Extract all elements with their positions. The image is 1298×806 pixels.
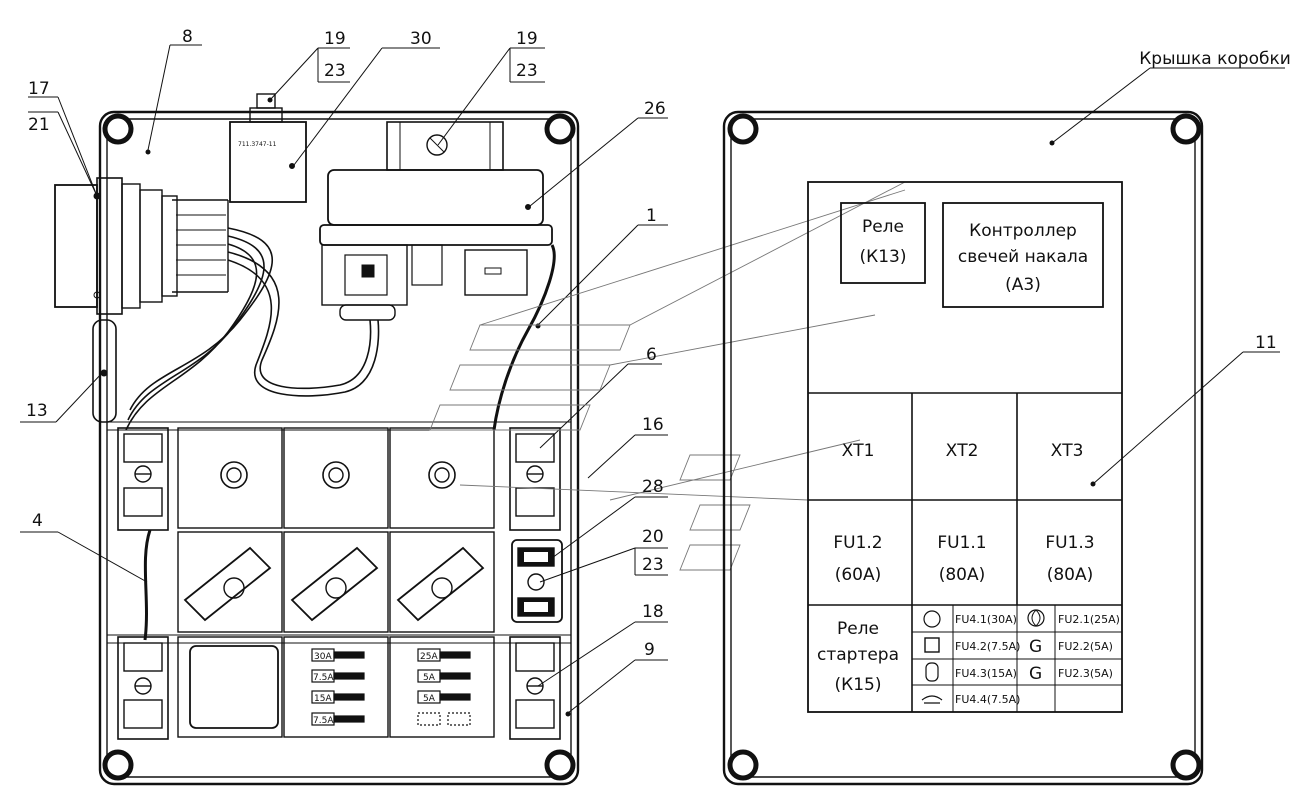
- callout-16: 16: [642, 415, 664, 435]
- relay-k13-box: [840, 202, 926, 284]
- controller-a3-label-1: Контроллер: [969, 221, 1077, 241]
- fu21-label: FU2.1(25A): [1058, 613, 1120, 626]
- callout-28: 28: [642, 477, 664, 497]
- callout-18: 18: [642, 602, 664, 622]
- xt3-label: ХТ3: [1051, 441, 1084, 461]
- callout-17: 17: [28, 79, 50, 99]
- lamp-icon: [921, 695, 943, 704]
- callout-4: 4: [32, 511, 43, 531]
- relay-30: [229, 93, 307, 203]
- leader-lines-left: [20, 44, 668, 714]
- fuse-label-left-3: 15A: [314, 694, 332, 704]
- xt2-label: ХТ2: [946, 441, 979, 461]
- cover-small-fuses: FU4.1(30A) FU4.2(7.5A) FU4.3(15A) FU4.4(…: [955, 613, 1120, 706]
- fu11-name: FU1.1: [937, 533, 986, 553]
- plug-icon: [924, 637, 940, 653]
- cover-title: Крышка коробки: [1139, 49, 1291, 69]
- main-connector-17: [54, 177, 229, 315]
- callout-23-b: 23: [516, 61, 538, 81]
- fu42-label: FU4.2(7.5A): [955, 640, 1020, 653]
- cover-label-panel: [807, 181, 1123, 713]
- g-symbol-1: G: [1029, 637, 1042, 657]
- fuse-label-left-1: 30A: [314, 652, 332, 662]
- fuse-label-left-4: 7.5A: [313, 716, 334, 726]
- fu12-rating: (60A): [835, 565, 882, 585]
- callout-11: 11: [1255, 333, 1277, 353]
- fuse-label-left-2: 7.5A: [313, 673, 334, 683]
- callout-20: 20: [642, 527, 664, 547]
- cover-outer-outline: [722, 110, 1204, 786]
- relay-part-number: 711.3747-11: [238, 141, 277, 148]
- fu43-label: FU4.3(15A): [955, 667, 1017, 680]
- starter-relay-label-3: (К15): [835, 675, 882, 695]
- projection-ghost-lines: [429, 181, 906, 571]
- callout-23-c: 23: [642, 555, 664, 575]
- starter-relay-label-2: стартера: [817, 645, 899, 665]
- fuse-label-right-1: 25A: [420, 652, 438, 662]
- ecu-icon: [923, 610, 941, 628]
- starter-relay-label-1: Реле: [837, 619, 879, 639]
- terminal-area: [106, 421, 572, 740]
- holder-13: [92, 319, 117, 423]
- box-inner-outline: [106, 118, 572, 778]
- callout-19-b: 19: [516, 29, 538, 49]
- glow-icon: [925, 662, 939, 682]
- callout-26: 26: [644, 99, 666, 119]
- fu41-label: FU4.1(30A): [955, 613, 1017, 626]
- fan-icon: [1027, 609, 1045, 627]
- callout-21: 21: [28, 115, 50, 135]
- callout-8: 8: [182, 27, 193, 47]
- relay-k13-label-1: Реле: [862, 217, 904, 237]
- fu22-label: FU2.2(5A): [1058, 640, 1113, 653]
- leader-dots: [145, 97, 571, 717]
- cover-inner-outline: [730, 118, 1196, 778]
- callout-numbers: 8 17 21 19 23 30 19 23 26 1 13 6 16 4 28…: [26, 27, 1277, 660]
- box-labels: 711.3747-11 30A 7.5A 15A 7.5A 25A 5A 5A: [238, 141, 438, 726]
- box-outer-outline: [98, 110, 580, 786]
- fu12-name: FU1.2: [833, 533, 882, 553]
- callout-30: 30: [410, 29, 432, 49]
- cover-view: [722, 67, 1285, 786]
- cover-labels: Крышка коробки Реле (К13) Контроллер све…: [817, 49, 1291, 695]
- glow-controller-26: [319, 121, 553, 321]
- fuse-label-right-3: 5A: [423, 694, 436, 704]
- callout-6: 6: [646, 345, 657, 365]
- fuse-label-right-2: 5A: [423, 673, 436, 683]
- blade-fuses-left: [311, 648, 365, 726]
- fu11-rating: (80A): [939, 565, 986, 585]
- fu44-label: FU4.4(7.5A): [955, 693, 1020, 706]
- open-box-view: [20, 44, 668, 786]
- fu13-rating: (80A): [1047, 565, 1094, 585]
- wire-harness: [125, 227, 556, 641]
- controller-a3-label-2: свечей накала: [958, 247, 1088, 267]
- callout-1: 1: [646, 206, 657, 226]
- controller-a3-label-3: (А3): [1005, 275, 1041, 295]
- fu23-label: FU2.3(5A): [1058, 667, 1113, 680]
- callout-9: 9: [644, 640, 655, 660]
- blade-fuses-right: [417, 648, 471, 726]
- callout-13: 13: [26, 401, 48, 421]
- controller-a3-box: [942, 202, 1104, 308]
- xt1-label: ХТ1: [842, 441, 875, 461]
- fu13-name: FU1.3: [1045, 533, 1094, 553]
- callout-19-a: 19: [324, 29, 346, 49]
- callout-23-a: 23: [324, 61, 346, 81]
- g-symbol-2: G: [1029, 664, 1042, 684]
- relay-k13-label-2: (К13): [860, 247, 907, 267]
